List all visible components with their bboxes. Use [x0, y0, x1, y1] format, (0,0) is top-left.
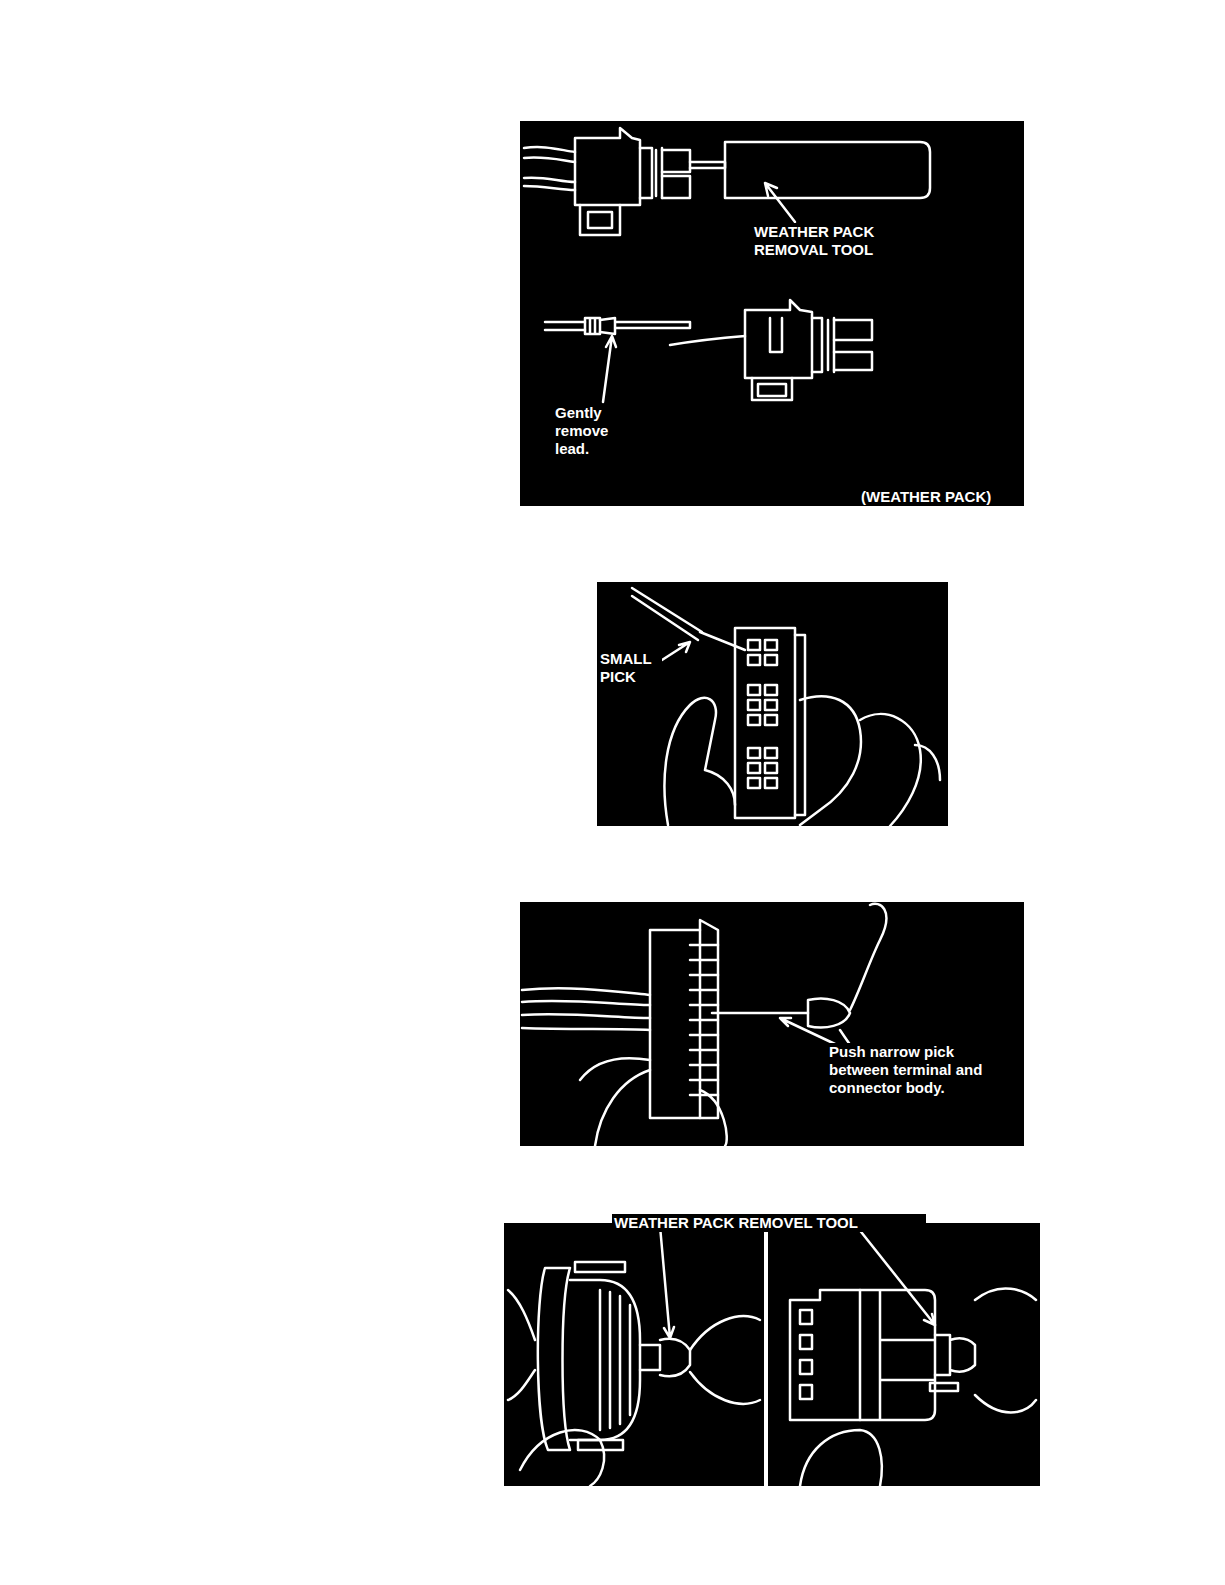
- round-connector-with-tool: [508, 1262, 760, 1486]
- panel: [597, 582, 948, 826]
- panel: [520, 902, 1024, 1146]
- label: (WEATHER PACK): [859, 488, 1023, 506]
- square-connector-with-tool: [790, 1288, 1036, 1486]
- label: Gently remove lead.: [553, 404, 627, 458]
- leader-line: [660, 1226, 935, 1338]
- label: Push narrow pick between terminal and co…: [827, 1043, 1011, 1097]
- label: SMALL PICK: [598, 650, 662, 686]
- label: WEATHER PACK REMOVAL TOOL: [752, 223, 921, 259]
- divider: [764, 1223, 768, 1486]
- removed-lead: [545, 300, 872, 402]
- hand-with-pick: [522, 904, 886, 1146]
- connector-with-tool: [524, 128, 930, 235]
- panel: [504, 1223, 1040, 1486]
- hand-with-connector: [632, 588, 940, 826]
- label: WEATHER PACK REMOVEL TOOL: [612, 1214, 926, 1232]
- panel: [520, 121, 1024, 506]
